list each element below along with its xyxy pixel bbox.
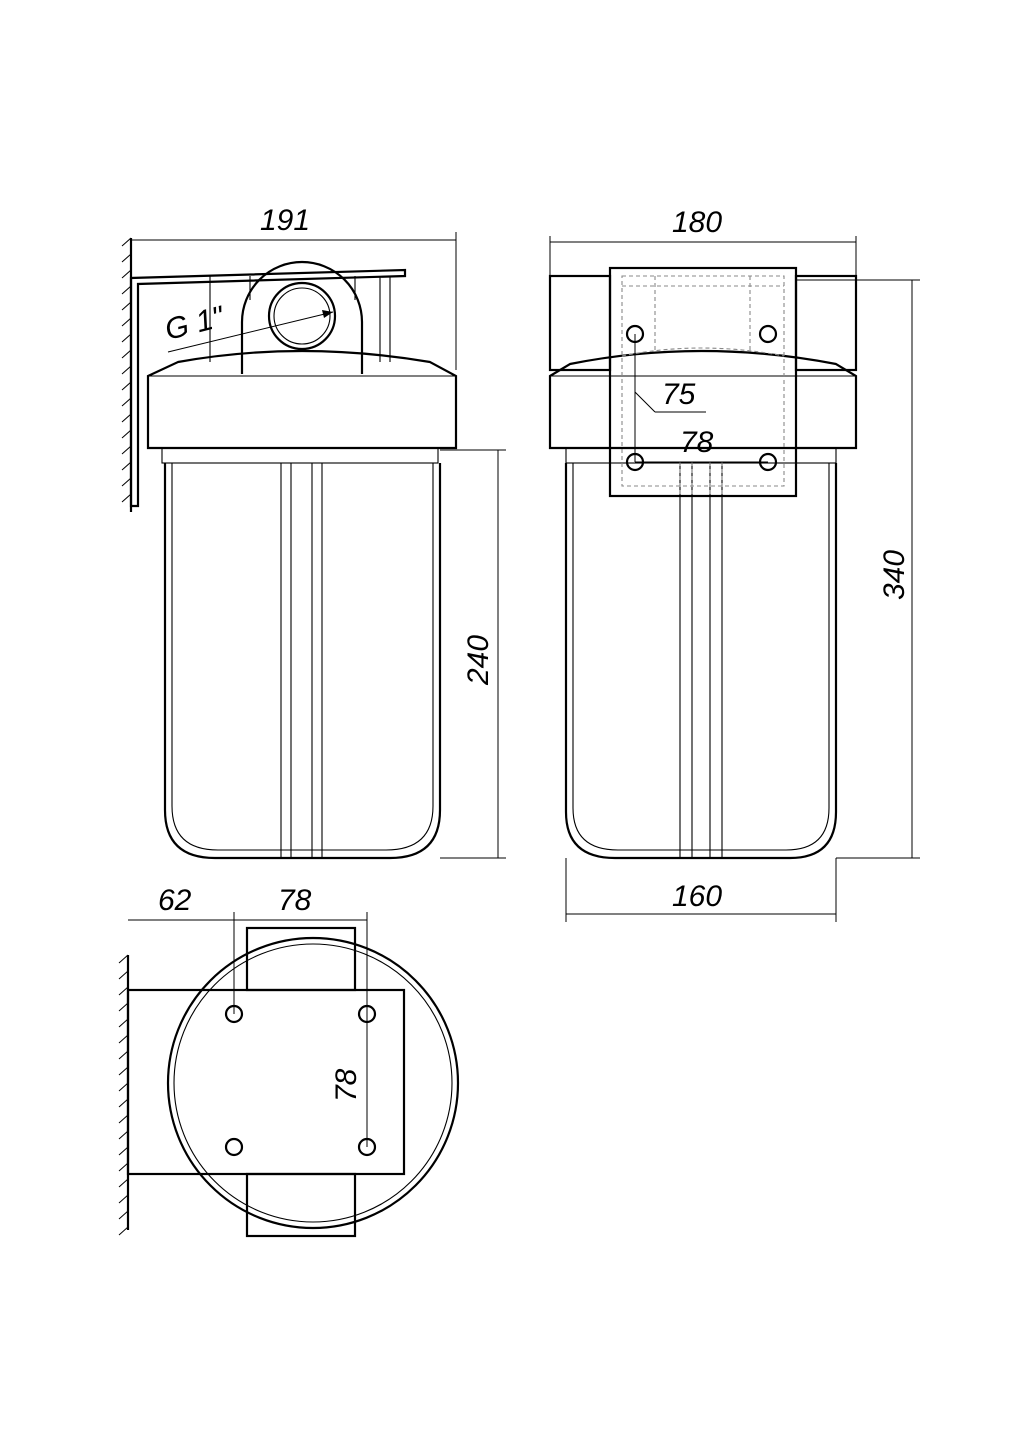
dim-label-78-front: 78 bbox=[680, 426, 714, 459]
hidden-line bbox=[621, 347, 785, 357]
thread-leader bbox=[167, 311, 334, 353]
head-circle-outer bbox=[166, 936, 460, 1230]
thread-arrow bbox=[322, 310, 333, 318]
dim-label-78-top: 78 bbox=[278, 884, 312, 917]
filter-head bbox=[146, 349, 458, 450]
front-bowl bbox=[564, 463, 838, 860]
dim-label-240: 240 bbox=[462, 635, 495, 686]
filter-bowl bbox=[163, 463, 442, 860]
dim-label-62: 62 bbox=[158, 884, 192, 917]
dim-label-340: 340 bbox=[878, 550, 911, 600]
dim-label-180: 180 bbox=[672, 206, 722, 239]
wall-hatching bbox=[121, 237, 132, 503]
leader-75 bbox=[634, 391, 656, 413]
hidden-outline bbox=[621, 275, 785, 487]
front-collar bbox=[565, 447, 837, 464]
mounting-bracket bbox=[129, 268, 407, 508]
port-outer bbox=[267, 281, 337, 351]
dim-label-78-vertical: 78 bbox=[330, 1068, 363, 1102]
mount-hole bbox=[758, 324, 778, 344]
top-view: 62 78 78 bbox=[118, 884, 460, 1238]
head-circle-inner bbox=[173, 943, 453, 1223]
outlet-stub bbox=[794, 274, 858, 372]
bowl-inner bbox=[171, 463, 434, 851]
bowl-collar bbox=[161, 447, 439, 464]
front-view: 75 78 180 340 160 bbox=[548, 206, 920, 922]
wall-hatching bbox=[118, 954, 129, 1236]
front-bowl-inner bbox=[572, 463, 830, 851]
front-head bbox=[548, 349, 858, 450]
dim-label-160: 160 bbox=[672, 880, 722, 913]
port-inner bbox=[273, 287, 331, 345]
mount-hole bbox=[224, 1137, 244, 1157]
top-bracket-plate bbox=[126, 988, 406, 1176]
dim-label-191: 191 bbox=[260, 204, 310, 237]
inlet-stub bbox=[548, 274, 612, 372]
front-bracket-plate bbox=[608, 266, 798, 498]
inlet-port bbox=[240, 260, 364, 374]
dim-label-75: 75 bbox=[662, 378, 696, 411]
top-port bbox=[245, 926, 357, 992]
side-view: G 1" 191 240 bbox=[121, 204, 506, 860]
